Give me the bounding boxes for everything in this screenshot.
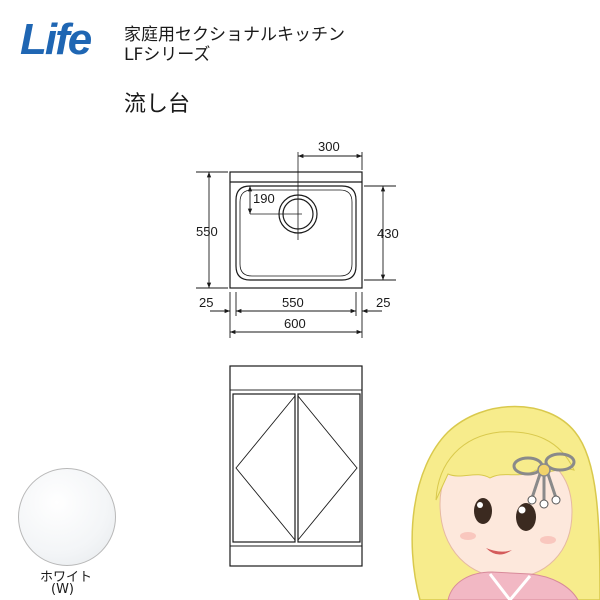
sink-plan-view bbox=[229, 152, 363, 289]
door-left-diamond bbox=[235, 395, 296, 541]
mascot-illustration bbox=[411, 405, 600, 600]
dim-label-550-depth: 550 bbox=[196, 224, 218, 239]
color-swatch-white[interactable] bbox=[18, 468, 116, 566]
door-left[interactable] bbox=[232, 393, 296, 543]
color-name-label: ホワイト bbox=[40, 570, 93, 585]
mascot-kimono-collar bbox=[488, 573, 532, 600]
mascot-mouth bbox=[486, 548, 512, 555]
countertop-outline bbox=[229, 171, 363, 289]
counter-front-edge bbox=[229, 365, 363, 391]
door-right[interactable] bbox=[297, 393, 361, 543]
mascot-right-eye-shine bbox=[518, 506, 526, 514]
series-title-line1: 家庭用セクショナルキッチン bbox=[124, 25, 345, 45]
cabinet-outline bbox=[229, 365, 363, 567]
sink-bowl-inner bbox=[239, 189, 353, 277]
series-title: 家庭用セクショナルキッチン LFシリーズ bbox=[124, 25, 345, 65]
dim-label-190: 190 bbox=[253, 191, 275, 206]
door-right-diamond bbox=[297, 395, 358, 541]
mascot-hair-ornament bbox=[512, 452, 576, 509]
mascot-cheek-left bbox=[460, 532, 476, 540]
mascot-left-eye-shine bbox=[477, 502, 483, 508]
dim-label-430: 430 bbox=[377, 226, 399, 241]
sink-bowl-outer bbox=[235, 185, 357, 281]
dim-label-550-width: 550 bbox=[282, 295, 304, 310]
mascot-left-eye bbox=[474, 498, 492, 524]
mascot-cheek-right bbox=[540, 536, 556, 544]
dim-label-300: 300 bbox=[318, 139, 340, 154]
brand-logo: Life bbox=[20, 15, 92, 64]
dim-label-25-left: 25 bbox=[199, 295, 213, 310]
series-title-line2: LFシリーズ bbox=[124, 44, 211, 65]
plan-dimension-lines bbox=[196, 152, 396, 338]
dim-label-600: 600 bbox=[284, 316, 306, 331]
mascot-kimono bbox=[447, 571, 579, 600]
color-code-label: (W) bbox=[51, 582, 74, 597]
dim-label-25-right: 25 bbox=[376, 295, 390, 310]
plan-dimension-labels: 300 190 550 430 25 550 25 600 bbox=[196, 139, 399, 331]
product-title: 流し台 bbox=[124, 92, 191, 117]
cabinet-front-view bbox=[229, 365, 363, 567]
mascot-right-eye bbox=[516, 503, 536, 531]
